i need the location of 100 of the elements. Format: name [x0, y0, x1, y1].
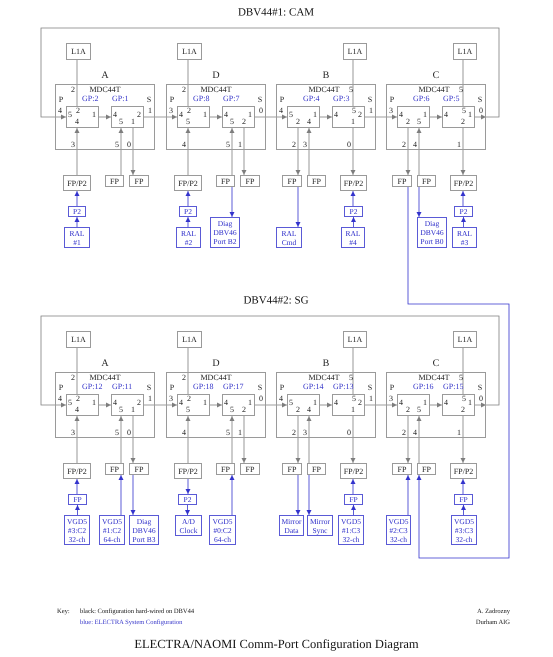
- port-number: 1: [92, 399, 96, 407]
- connector-box: [392, 463, 412, 475]
- module-name: MDC44T: [308, 374, 340, 382]
- module-letter: A: [101, 71, 109, 81]
- signal-box: [177, 43, 202, 60]
- port-number: 5: [349, 86, 353, 94]
- port-number: 2: [296, 118, 300, 126]
- port-number: 4: [224, 399, 228, 407]
- port-number: 5: [115, 141, 119, 149]
- port-number: 5: [352, 107, 356, 115]
- side-label: S: [368, 96, 372, 104]
- arrow: [430, 402, 442, 408]
- port-number: 0: [127, 429, 131, 437]
- side-label: S: [258, 96, 262, 104]
- port-number: 4: [307, 406, 311, 414]
- module-name: MDC44T: [200, 86, 232, 94]
- port-number: 3: [169, 395, 173, 403]
- connector-box: [129, 463, 149, 475]
- arrow: [144, 402, 178, 408]
- signal-box: [343, 331, 367, 348]
- port-number: 1: [351, 118, 355, 126]
- port-number: 1: [248, 399, 252, 407]
- port-number: 2: [137, 111, 141, 119]
- device-box: [176, 227, 201, 248]
- port-group-label: GP:14: [303, 383, 324, 391]
- arrow: [416, 128, 422, 176]
- box-label: FP: [312, 464, 321, 474]
- box-label: L1A: [348, 335, 362, 344]
- arrow: [296, 128, 300, 176]
- arrow: [364, 114, 398, 120]
- port-group-label: GP:7: [223, 95, 240, 103]
- connector-line: [462, 348, 464, 394]
- arrow: [130, 474, 136, 516]
- port-number: 1: [238, 429, 242, 437]
- port-number: 1: [203, 399, 207, 407]
- module-letter: C: [432, 359, 440, 369]
- arrow: [254, 402, 288, 408]
- port-number: 2: [358, 111, 362, 119]
- connector-box: [307, 175, 326, 187]
- box-label: FP: [422, 464, 431, 474]
- device-box: [452, 227, 477, 248]
- port-number: 1: [351, 406, 355, 414]
- arrow: [460, 478, 466, 494]
- side-label: P: [390, 384, 394, 392]
- port-number: 4: [444, 111, 448, 119]
- connector-box: [417, 463, 436, 475]
- arrow: [230, 416, 234, 464]
- port-number: 5: [119, 118, 123, 126]
- box-label: FP: [221, 464, 230, 474]
- port-number: 0: [479, 395, 483, 403]
- port-number: 2: [137, 399, 141, 407]
- signal-box: [453, 331, 477, 348]
- port-number: 3: [71, 429, 75, 437]
- port-number: 1: [248, 111, 252, 119]
- box-label: FP: [134, 464, 144, 474]
- port-number: 5: [68, 111, 72, 119]
- connector-box: [63, 175, 91, 191]
- arrow: [74, 478, 80, 494]
- port-number: 4: [182, 429, 186, 437]
- connector-box: [450, 175, 477, 191]
- signal-box: [453, 43, 477, 60]
- box-label: FP: [110, 464, 119, 474]
- connector-box: [282, 175, 302, 187]
- port-group-label: GP:11: [112, 383, 132, 391]
- signal-box: [66, 43, 91, 60]
- connector-box: [216, 463, 235, 475]
- box-label: FP/P2: [178, 466, 198, 476]
- connector-box: [240, 463, 260, 475]
- arrow: [186, 416, 190, 464]
- port-number: 4: [58, 107, 62, 115]
- module-name: MDC44T: [418, 86, 450, 94]
- port-number: 2: [71, 374, 75, 382]
- port-group-label: GP:3: [333, 95, 350, 103]
- box-label: FP: [246, 176, 254, 186]
- box-label: FP/P2: [178, 178, 198, 188]
- port-number: 3: [389, 395, 393, 403]
- box-label: FP: [398, 464, 406, 474]
- port-number: 5: [119, 406, 123, 414]
- port-number: 4: [179, 111, 183, 119]
- arrow: [186, 478, 190, 494]
- connector-box: [105, 175, 124, 187]
- port-number: 4: [279, 395, 283, 403]
- device-box: [64, 227, 90, 248]
- port-number: 4: [399, 111, 403, 119]
- port-number: 2: [461, 118, 465, 126]
- arrow: [430, 114, 442, 120]
- arrow: [461, 216, 466, 228]
- port-number: 5: [230, 118, 234, 126]
- arrow: [416, 186, 422, 218]
- port-number: 2: [182, 86, 186, 94]
- connector-box: [129, 175, 149, 187]
- device-box: [175, 515, 202, 536]
- port-number: 5: [417, 406, 421, 414]
- side-label: P: [280, 96, 284, 104]
- port-number: 5: [230, 406, 234, 414]
- port-number: 1: [468, 111, 472, 119]
- port-number: 2: [242, 118, 246, 126]
- side-label: P: [280, 384, 284, 392]
- arrow: [74, 416, 80, 464]
- port-number: 4: [113, 111, 117, 119]
